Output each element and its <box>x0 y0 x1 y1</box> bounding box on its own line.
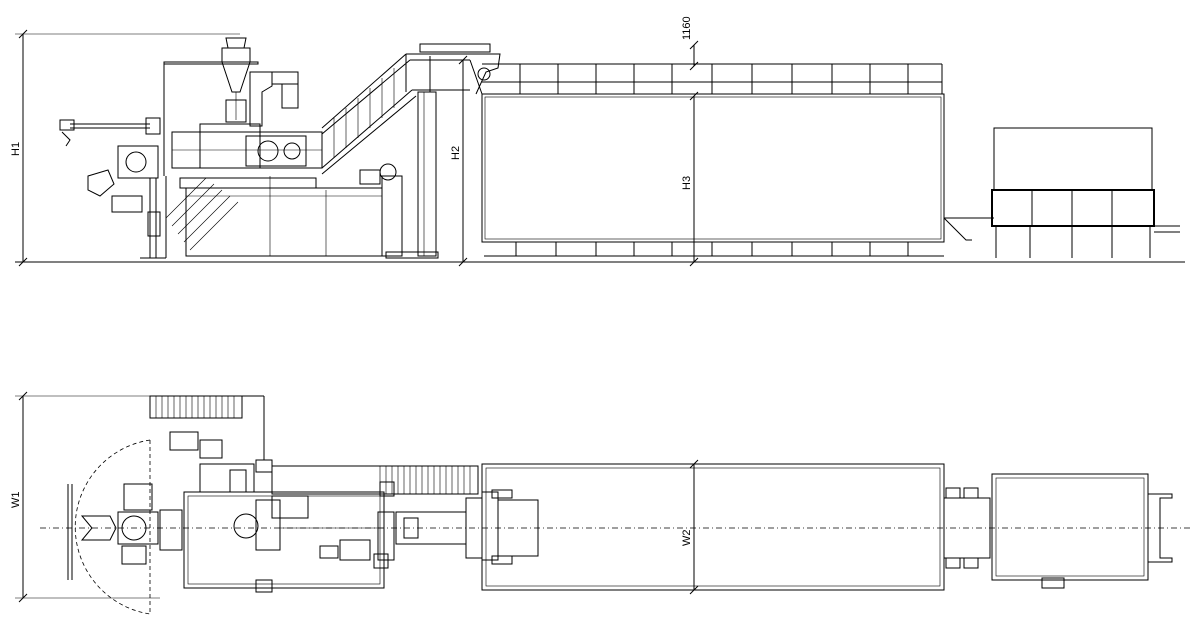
side-elevation: H1 H2 H3 1160 <box>10 16 1185 267</box>
dim-top-clearance-label: 1160 <box>681 16 693 40</box>
dim-h1-label: H1 <box>10 142 22 156</box>
dim-h3-label: H3 <box>681 176 693 190</box>
dim-h1: H1 <box>10 29 240 267</box>
dim-w1-label: W1 <box>10 492 22 509</box>
dim-w1: W1 <box>10 391 160 603</box>
swing-arc <box>74 439 151 615</box>
dim-w2: W2 <box>681 459 699 595</box>
die-connector <box>395 489 539 565</box>
access-stair <box>321 43 491 257</box>
dim-h3: H3 <box>681 91 699 267</box>
haul-off-plan <box>943 473 1173 589</box>
walkway-plan <box>271 465 479 495</box>
tank-plan <box>183 459 395 593</box>
dim-h2-label: H2 <box>450 146 462 160</box>
stair-plan <box>149 395 243 419</box>
extruder-assembly <box>59 37 323 259</box>
cooling-tank-plan <box>481 463 945 591</box>
extruder-plan <box>67 395 265 580</box>
dim-h2: H2 <box>450 55 468 267</box>
dim-top-clearance: 1160 <box>681 16 699 71</box>
dim-w2-label: W2 <box>681 530 693 547</box>
haul-off-side <box>943 127 1180 258</box>
tank-base <box>165 163 439 259</box>
plan-view: W1 W2 <box>10 391 1190 615</box>
cooling-tank-side <box>469 53 945 257</box>
